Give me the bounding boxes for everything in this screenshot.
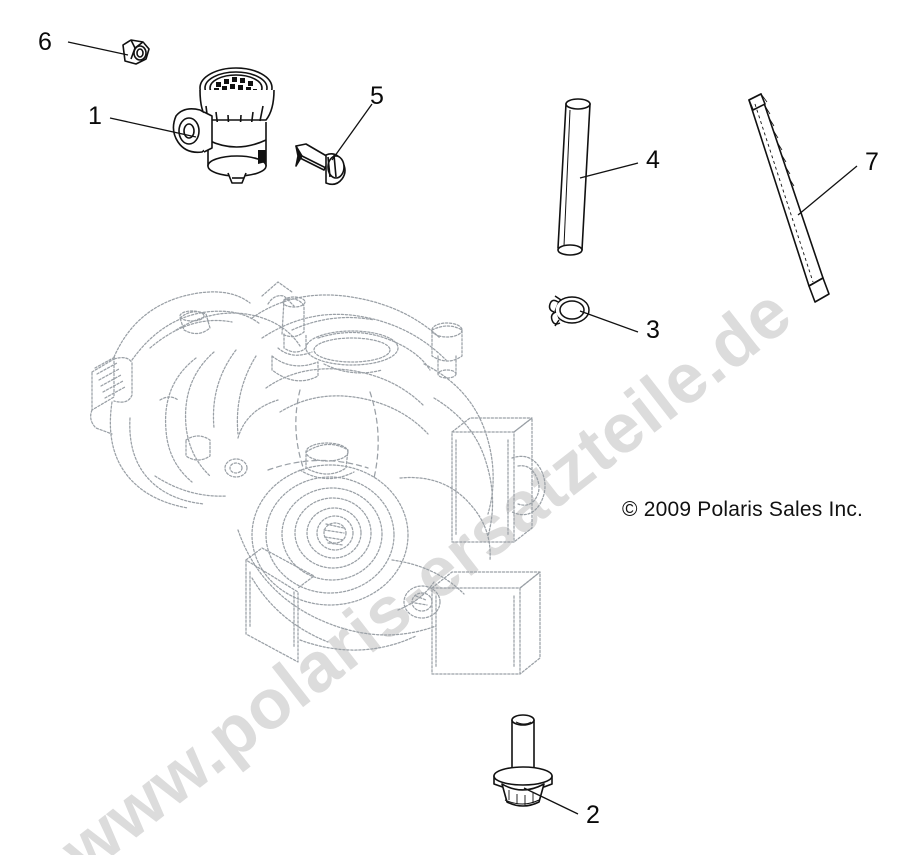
leader-line-3 [579,310,639,333]
screw-part-5 [295,143,346,186]
leader-line-7 [797,165,858,216]
vent-valve-part-1 [172,67,275,184]
callout-label-2[interactable]: 2 [586,801,600,829]
leader-line-1 [109,117,197,138]
flange-bolt-part-2 [493,714,553,807]
callout-label-6[interactable]: 6 [38,28,52,56]
hex-nut-part-6 [122,39,150,65]
callout-label-4[interactable]: 4 [646,146,660,174]
leader-line-4 [579,162,639,179]
callout-label-1[interactable]: 1 [88,102,102,130]
callout-label-5[interactable]: 5 [370,82,384,110]
hose-clamp-part-3 [548,295,590,327]
callout-label-7[interactable]: 7 [865,148,879,176]
leader-line-2 [523,787,579,815]
leader-line-5 [331,103,373,161]
leader-line-6 [67,41,129,56]
vent-hose-part-4 [557,98,591,256]
copyright-notice: © 2009 Polaris Sales Inc. [622,498,864,521]
long-vent-tube-part-7 [748,93,830,303]
callout-label-3[interactable]: 3 [646,316,660,344]
